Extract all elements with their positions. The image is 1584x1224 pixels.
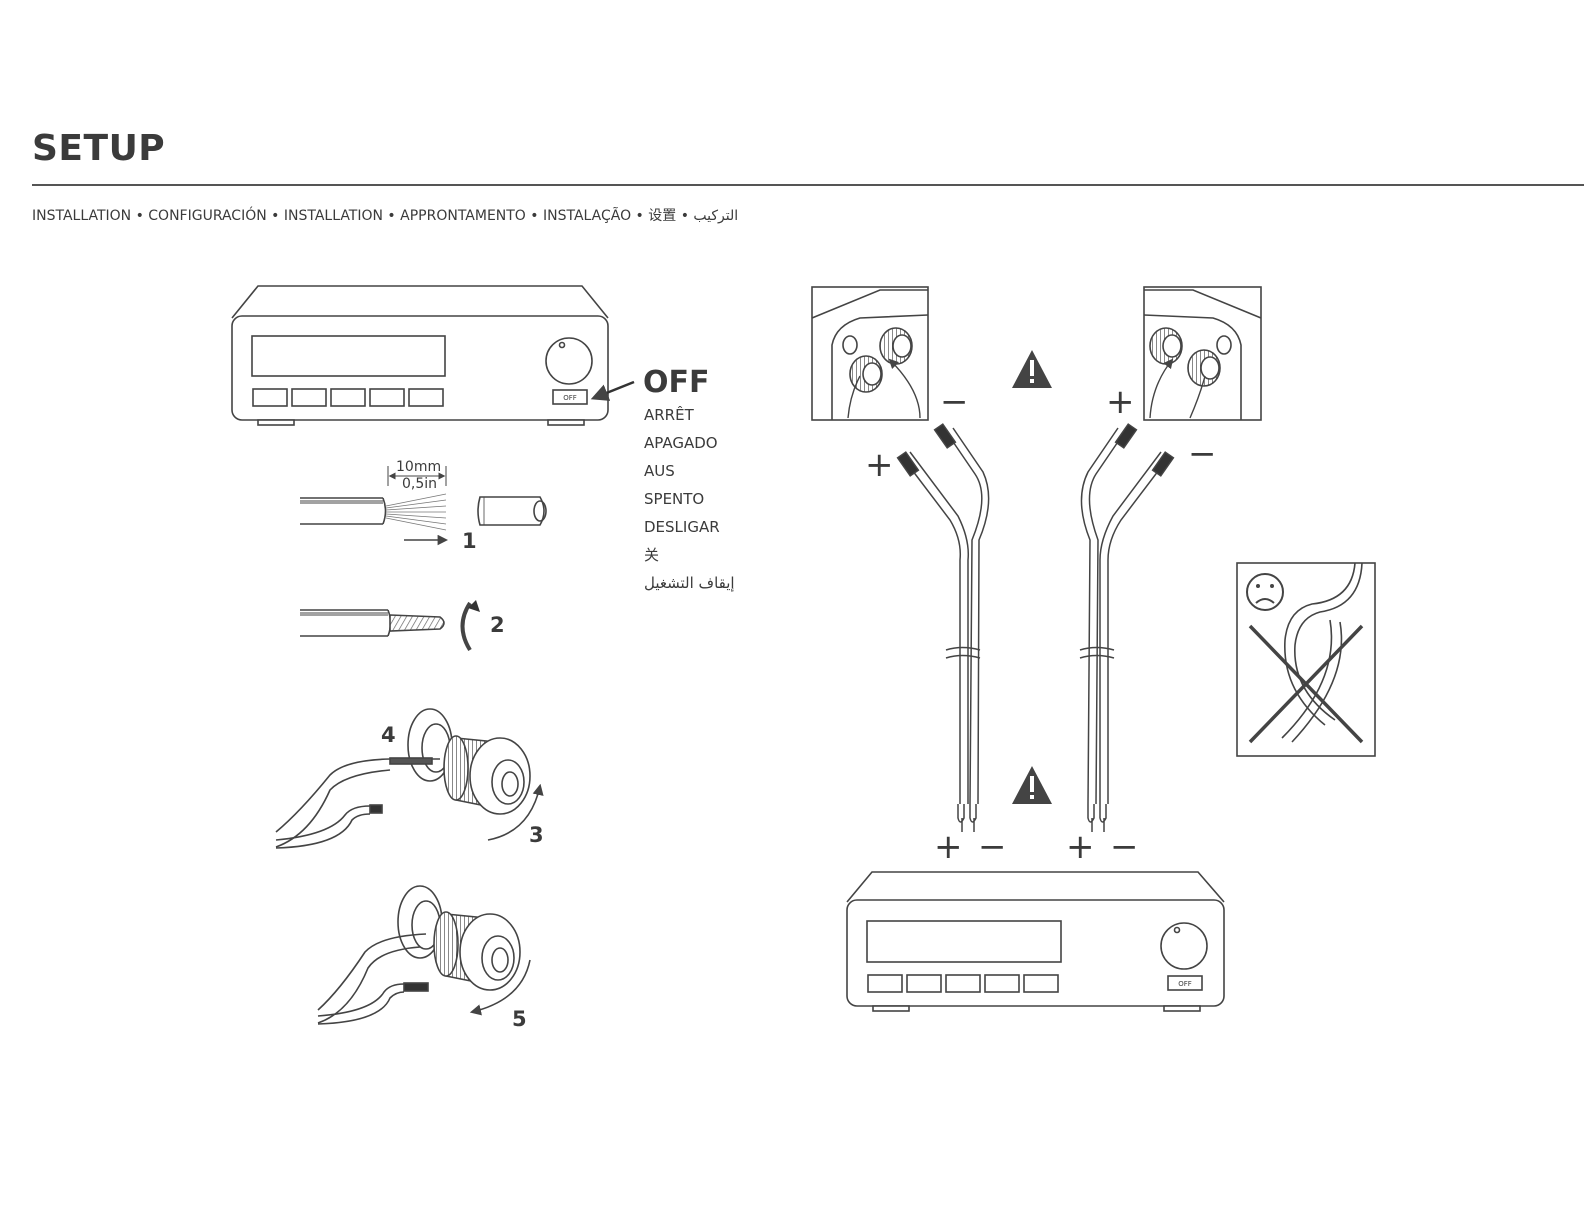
amp-right-minus: −: [1110, 827, 1139, 867]
power-switch-label: OFF: [563, 394, 577, 402]
left-speaker-cable: [898, 424, 989, 832]
step-insert-wire: [276, 709, 540, 848]
off-pt: DESLIGAR: [644, 518, 720, 536]
crossed-wires-warning: [1237, 563, 1375, 756]
step-3-label: 3: [529, 823, 544, 847]
amp-right-plus: +: [1066, 827, 1095, 867]
receiver-off: [232, 286, 608, 425]
amp-left-minus: −: [978, 827, 1007, 867]
strip-length-in: 0,5in: [402, 476, 437, 492]
step-1-label: 1: [462, 529, 477, 553]
amp-left-plus: +: [934, 827, 963, 867]
left-speaker-plus: +: [865, 445, 894, 485]
off-ar: إيقاف التشغيل: [644, 574, 735, 592]
off-es: APAGADO: [644, 434, 718, 452]
step-4-label: 4: [381, 723, 396, 747]
warning-icon: [1012, 350, 1052, 388]
off-de: AUS: [644, 462, 675, 480]
step-2-label: 2: [490, 613, 505, 637]
left-speaker-terminals: [812, 287, 928, 420]
right-speaker-plus: +: [1106, 382, 1135, 422]
amplifier-switch-label: OFF: [1178, 980, 1192, 988]
step-tighten-terminal: [318, 886, 530, 1024]
right-speaker-cable: [1080, 424, 1173, 832]
right-speaker-minus: −: [1188, 434, 1217, 474]
off-zh: 关: [644, 546, 659, 564]
off-fr: ARRÊT: [644, 405, 695, 424]
strip-length-mm: 10mm: [396, 459, 441, 475]
amplifier: [847, 872, 1224, 1011]
step-5-label: 5: [512, 1007, 527, 1031]
warning-icon: [1012, 766, 1052, 804]
off-it: SPENTO: [644, 490, 704, 508]
step-twist-wire: [300, 600, 480, 650]
off-title: OFF: [643, 365, 710, 400]
left-speaker-minus: −: [940, 382, 969, 422]
right-speaker-terminals: [1144, 287, 1261, 420]
